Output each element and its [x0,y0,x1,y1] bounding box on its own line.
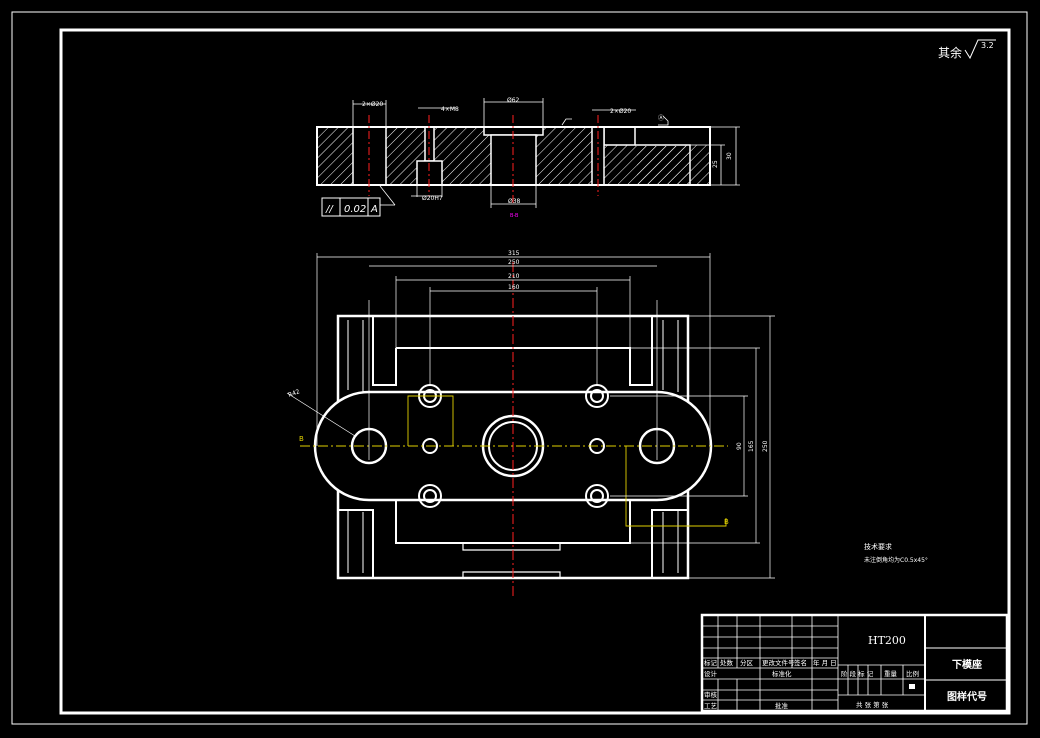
dim-height-inner: 25 [712,160,719,168]
plan-view: 315 250 210 160 250 165 90 R42 B B [286,250,775,598]
outer-border [11,11,1028,725]
tb-count: 处数 [720,658,734,667]
title-block [700,613,1009,713]
dim-height-inner-plan: 90 [736,442,743,450]
note-line-1: 未注倒角均为C0.5x45° [864,556,928,564]
dim-width4: 160 [508,284,520,291]
technical-notes: 技术要求 未注倒角均为C0.5x45° [864,542,928,564]
tb-process: 工艺 [704,702,718,710]
dim-height-mid: 165 [748,440,755,452]
dim-counterbore-depth: Ø20H7 [422,195,443,202]
dim-left-hole: 2×Ø20 [362,101,383,108]
tolerance-value: 0.02 [344,204,366,215]
tb-review: 审核 [704,690,718,699]
datum-symbol: Ⓐ [658,114,664,122]
note-title: 技术要求 [864,542,892,551]
section-marker-left: B [299,435,304,443]
inner-border [59,28,1011,715]
dim-height-outer: 30 [726,152,733,160]
tb-weight: 重量 [884,670,898,678]
section-label: B-B [510,213,519,219]
tb-date: 年 月 日 [813,658,837,667]
dim-right-hole: 2×Ø20 [610,108,631,115]
section-view: 2×Ø20 4×M8 Ø62 2×Ø20 Ø38 Ø20H7 30 25 Ⓐ /… [316,97,740,219]
tolerance-frame: // 0.02 A [321,197,381,217]
tb-scale: 比例 [906,669,919,678]
drawing-code-label: 图样代号 [947,690,987,703]
dim-center-bore: Ø62 [507,97,520,104]
tb-stage-mark: 阶 段 标 记 [841,669,874,678]
dim-width2: 250 [508,259,520,266]
tb-signature: 签名 [794,658,807,667]
tb-approve: 批准 [775,701,789,710]
tb-mark: 标记 [704,658,718,667]
section-marker-right: B [724,518,729,526]
dim-left-counterbore: 4×M8 [441,106,459,113]
section-step-void [604,127,710,145]
roughness-icon [964,39,996,60]
roughness-label: 其余 [938,45,962,60]
dim-center-bottom: Ø38 [508,198,521,205]
dim-slot-radius: R42 [287,388,301,399]
title-block-text: HT200 下模座 图样代号 标记 处数 分区 更改文件号 签名 年 月 日 设… [704,634,987,710]
material-label: HT200 [868,634,906,647]
tolerance-datum: A [370,204,378,215]
dim-height-outer-plan: 250 [762,440,769,452]
tb-standardization: 标准化 [772,669,792,678]
dim-width3: 210 [508,273,520,280]
dim-overall-width: 315 [508,250,520,257]
tb-design: 设计 [704,669,718,678]
part-name: 下模座 [952,658,982,671]
tb-sheet: 共 张 第 张 [856,700,889,709]
tolerance-symbol: // [325,204,334,215]
tb-zone: 分区 [740,658,754,667]
roughness-note: 其余 3.2 [938,39,996,60]
tb-change-doc: 更改文件号 [762,658,795,667]
roughness-value: 3.2 [981,41,994,50]
